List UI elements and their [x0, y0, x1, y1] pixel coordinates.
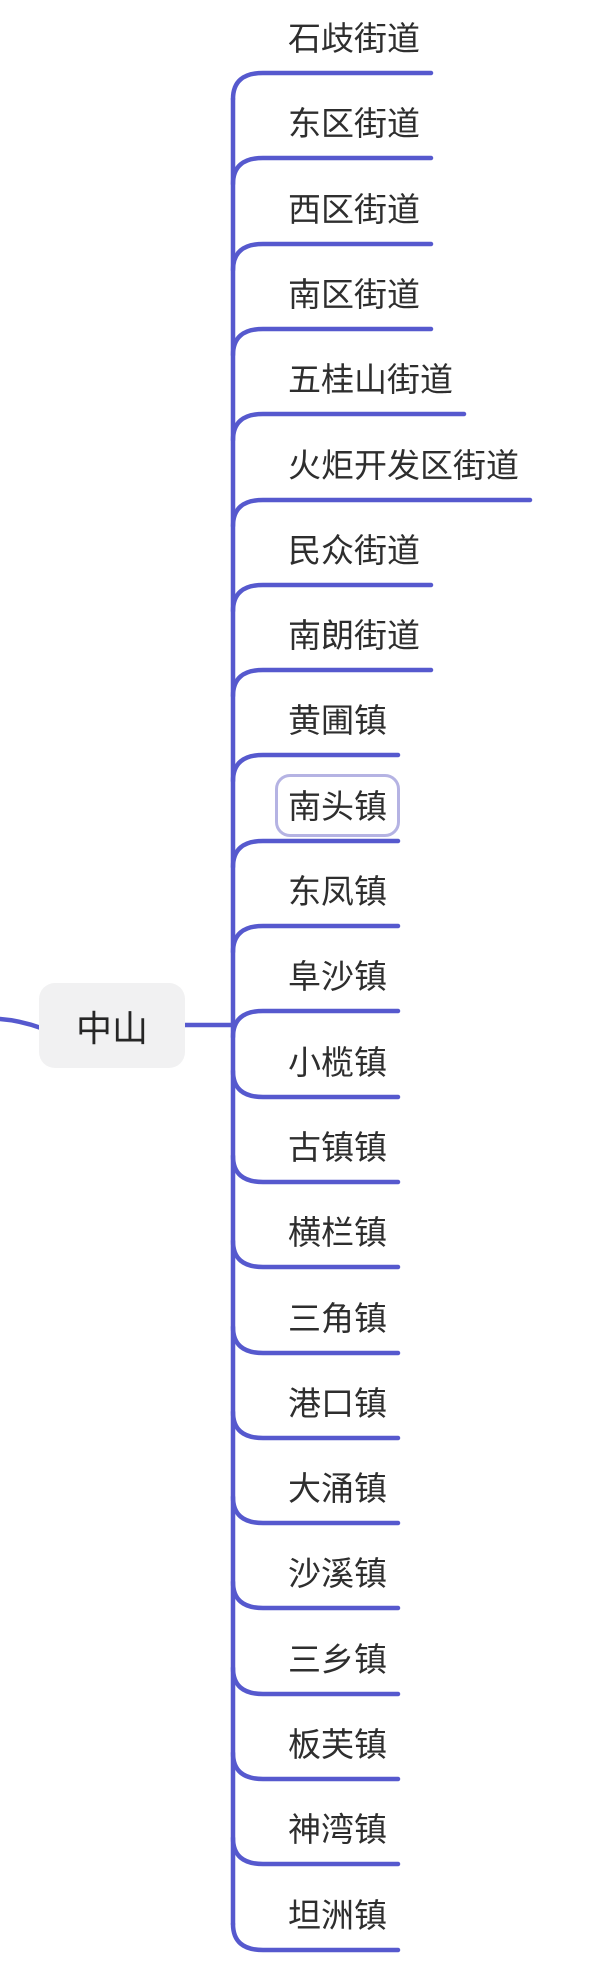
- connector-path: [230, 1665, 401, 1697]
- root-topic-node[interactable]: 中山: [39, 983, 185, 1068]
- topic-node-3[interactable]: 西区街道: [288, 191, 420, 228]
- connector-path: [230, 582, 434, 614]
- connector-path: [230, 70, 434, 102]
- connector-path: [230, 1579, 401, 1611]
- topic-node-12[interactable]: 阜沙镇: [288, 958, 387, 995]
- topic-node-20[interactable]: 三乡镇: [288, 1641, 387, 1678]
- connector-path: [230, 1494, 401, 1526]
- topic-node-14[interactable]: 古镇镇: [288, 1129, 387, 1166]
- connector-path: [230, 497, 533, 529]
- connector-path: [230, 241, 434, 273]
- topic-node-17[interactable]: 港口镇: [288, 1385, 387, 1422]
- connector-path: [230, 667, 434, 699]
- topic-node-21[interactable]: 板芙镇: [288, 1726, 387, 1763]
- connector-path: [230, 1921, 401, 1953]
- topic-node-18[interactable]: 大涌镇: [288, 1470, 387, 1507]
- connector-path: [230, 923, 401, 955]
- topic-node-4[interactable]: 南区街道: [288, 276, 420, 313]
- topic-node-15[interactable]: 横栏镇: [288, 1214, 387, 1251]
- connector-path: [230, 155, 434, 187]
- topic-node-10[interactable]: 南头镇: [288, 788, 387, 825]
- connector-path: [230, 1153, 401, 1185]
- topic-node-6[interactable]: 火炬开发区街道: [288, 447, 519, 484]
- topic-node-19[interactable]: 沙溪镇: [288, 1555, 387, 1592]
- connector-path: [230, 838, 401, 870]
- connector-path: [230, 1409, 401, 1441]
- connector-path: [230, 1068, 401, 1100]
- connector-path: [230, 1750, 401, 1782]
- topic-node-5[interactable]: 五桂山街道: [288, 361, 453, 398]
- topic-node-11[interactable]: 东凤镇: [288, 873, 387, 910]
- connector-path: [230, 1324, 401, 1356]
- topic-node-8[interactable]: 南朗街道: [288, 617, 420, 654]
- topic-node-9[interactable]: 黄圃镇: [288, 702, 387, 739]
- connector-path: [230, 1835, 401, 1867]
- selected-topic-outline: [275, 774, 400, 837]
- topic-node-7[interactable]: 民众街道: [288, 532, 420, 569]
- topic-node-13[interactable]: 小榄镇: [288, 1044, 387, 1081]
- topic-node-1[interactable]: 石歧街道: [288, 20, 420, 57]
- connector-path: [230, 1008, 401, 1040]
- connector-path: [230, 326, 434, 358]
- connector-path: [0, 1016, 44, 1031]
- topic-node-2[interactable]: 东区街道: [288, 105, 420, 142]
- topic-node-23[interactable]: 坦洲镇: [288, 1897, 387, 1934]
- topic-node-16[interactable]: 三角镇: [288, 1300, 387, 1337]
- connector-path: [230, 752, 401, 784]
- connector-path: [230, 411, 467, 443]
- topic-node-22[interactable]: 神湾镇: [288, 1811, 387, 1848]
- connector-path: [230, 1238, 401, 1270]
